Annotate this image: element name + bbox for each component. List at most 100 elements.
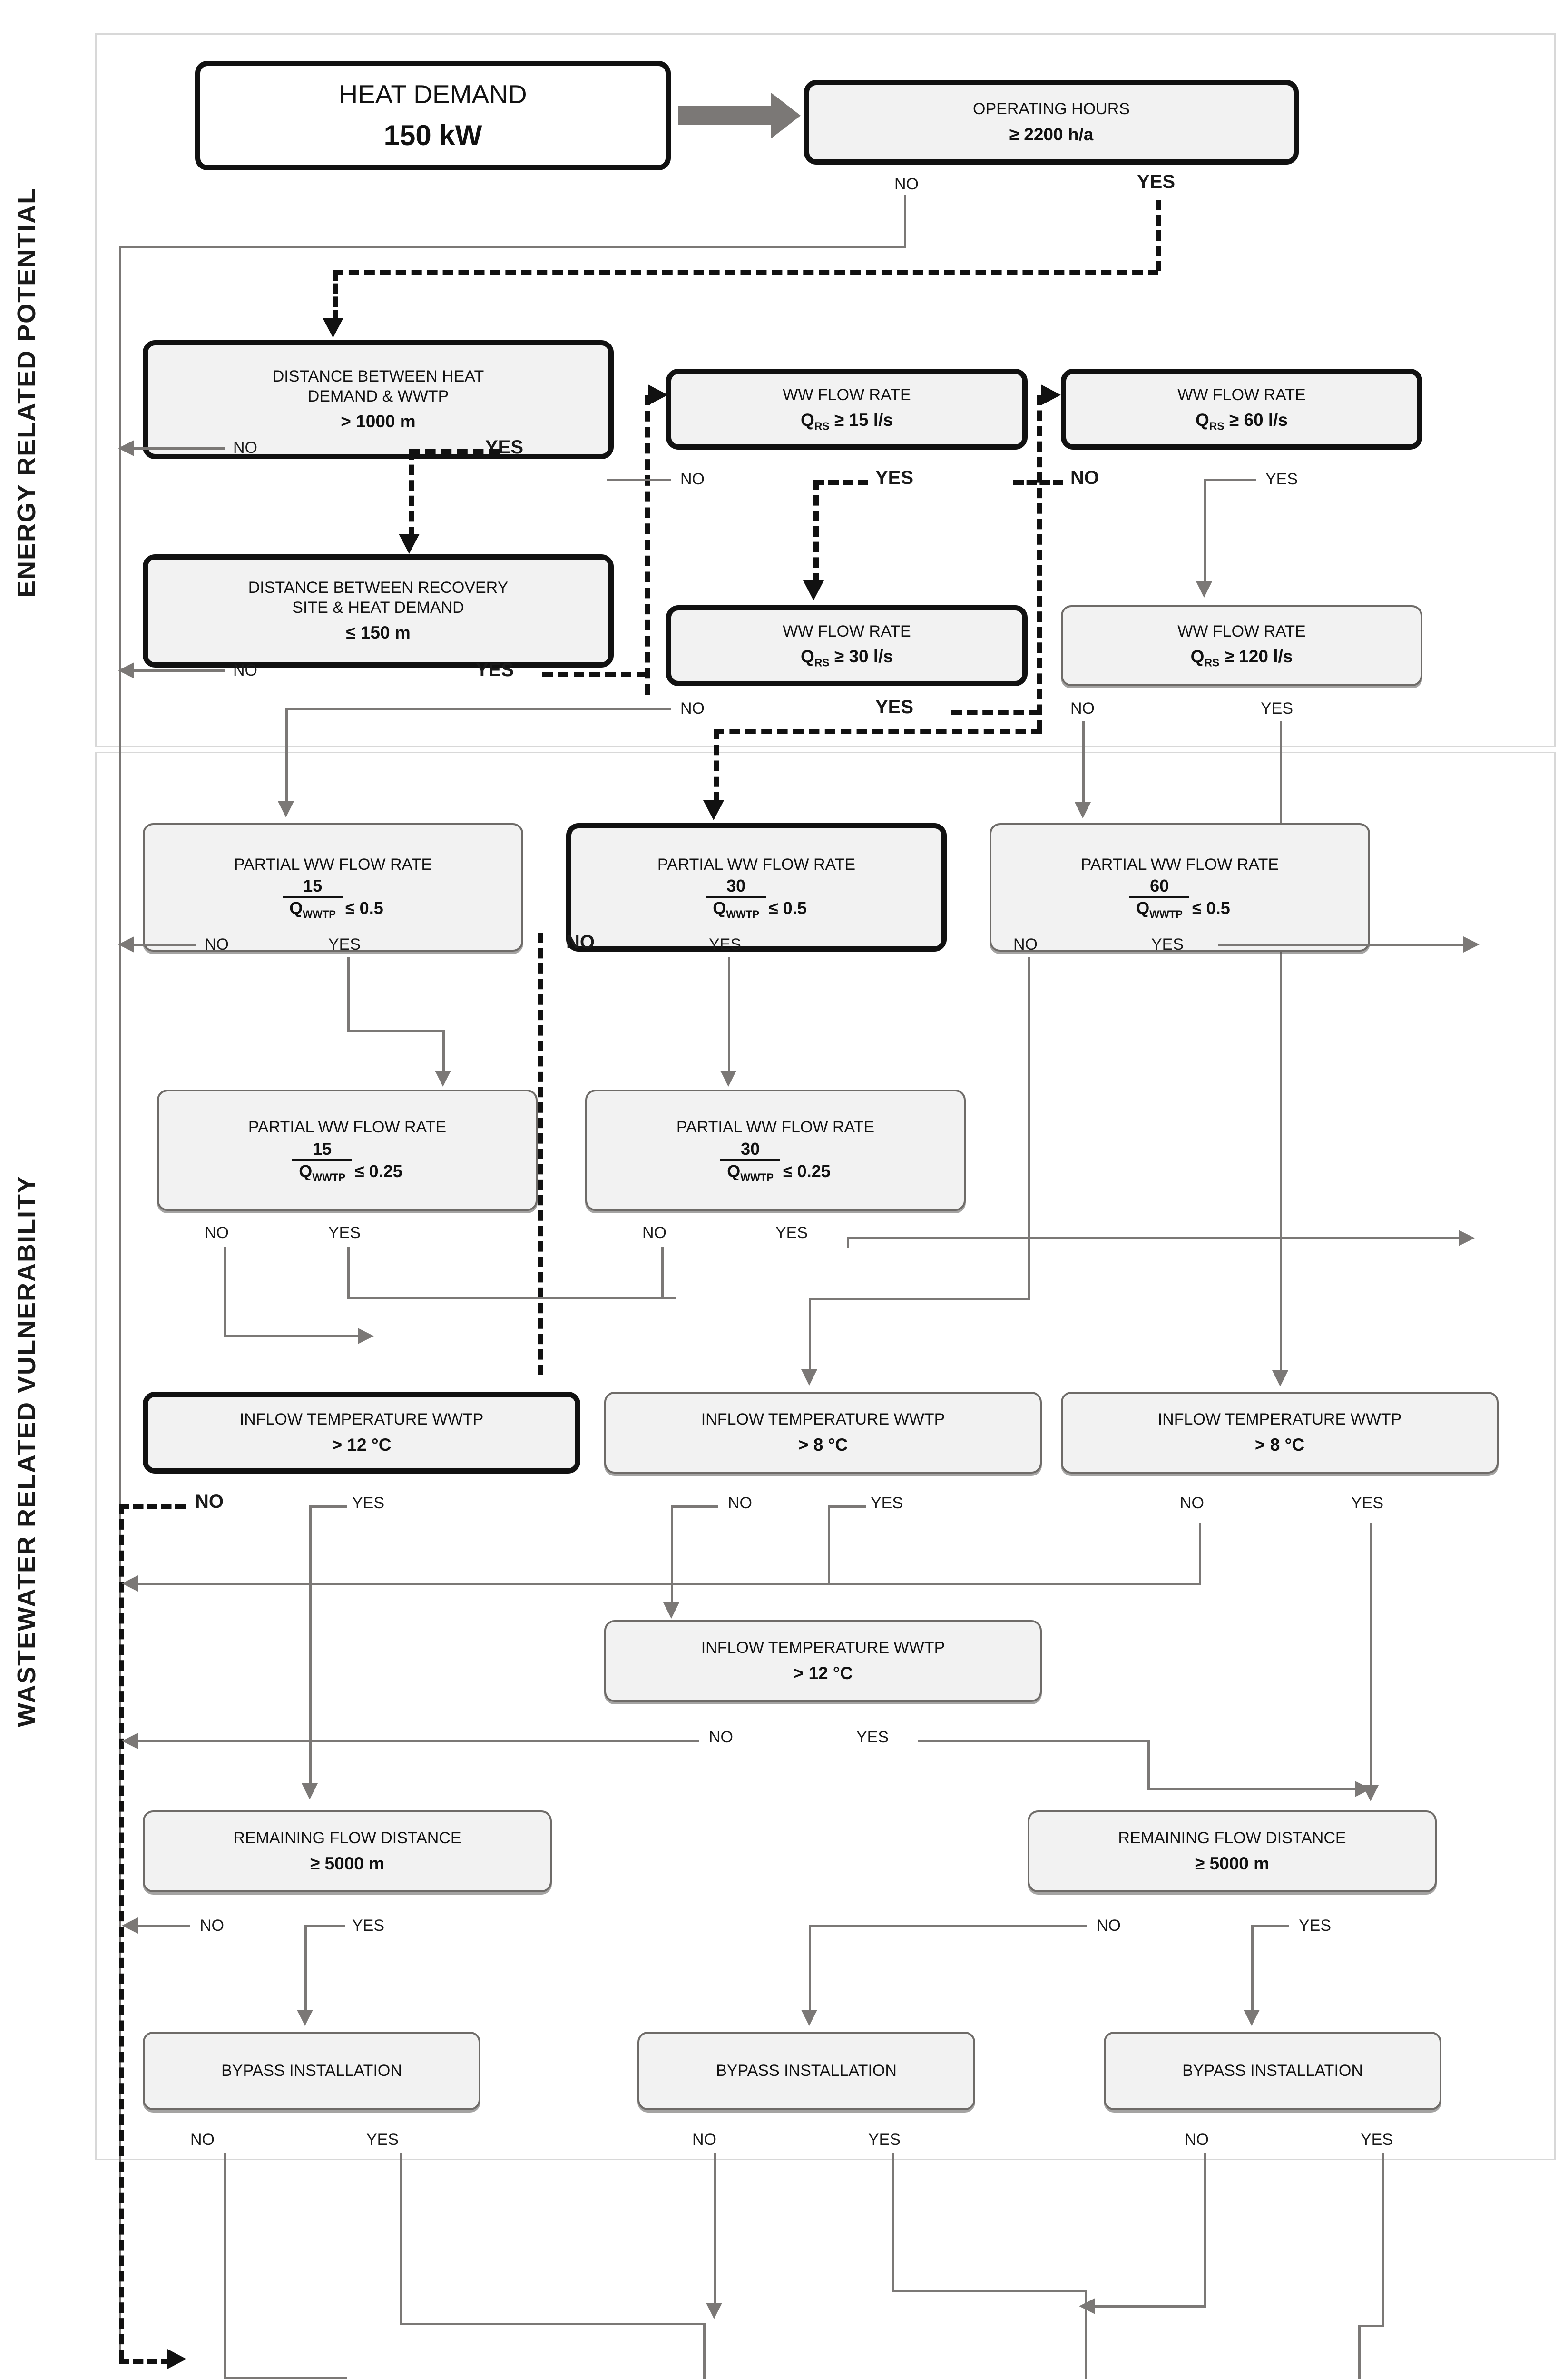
line-inflow8mid-no-down: [671, 1505, 673, 1604]
label-bypass-left-yes: YES: [366, 2131, 399, 2149]
arrowhead-partial15-no: [118, 936, 134, 953]
fraction-denominator: QWWTP: [292, 1159, 352, 1183]
line-inflow12mid-yes-right: [918, 1740, 1149, 1742]
arrowhead-into-partial30-025: [720, 1071, 736, 1087]
line-inflow12mid-yes-right2: [1147, 1788, 1362, 1790]
dline-partial30-feed: [714, 729, 1042, 734]
node-operating-hours[interactable]: OPERATING HOURS ≥ 2200 h/a: [804, 80, 1299, 165]
line-partial15-yes-down2: [442, 1030, 445, 1072]
line-bypass-left-yes-right: [400, 2323, 704, 2325]
line-dist-demand-no: [134, 447, 225, 450]
label-wwflow120-yes: YES: [1261, 699, 1294, 718]
node-bypass-mid[interactable]: BYPASS INSTALLATION: [637, 2032, 975, 2110]
node-ww-flow-30[interactable]: WW FLOW RATE QRS ≥ 30 l/s: [666, 605, 1028, 686]
section-frame-energy: [95, 33, 1556, 747]
line-partial15-yes-right: [347, 1030, 442, 1032]
node-partial-15-025-title: PARTIAL WW FLOW RATE: [248, 1118, 447, 1137]
node-inflow-12-mid-line2: > 12 °C: [793, 1663, 853, 1683]
node-distance-demand-line1: DISTANCE BETWEEN HEAT: [272, 367, 484, 386]
node-distance-recovery[interactable]: DISTANCE BETWEEN RECOVERY SITE & HEAT DE…: [143, 554, 614, 668]
node-bypass-right-line1: BYPASS INSTALLATION: [1182, 2061, 1363, 2080]
node-distance-demand-wwtp[interactable]: DISTANCE BETWEEN HEAT DEMAND & WWTP > 10…: [143, 340, 614, 459]
line-inflow8right-yes-down: [1370, 1523, 1372, 1789]
node-inflow-12-left[interactable]: INFLOW TEMPERATURE WWTP > 12 °C: [143, 1392, 580, 1474]
node-ww-flow-120-line1: WW FLOW RATE: [1177, 622, 1306, 640]
node-partial-60-05[interactable]: PARTIAL WW FLOW RATE 60 QWWTP ≤ 0.5: [990, 823, 1370, 952]
node-distance-demand-line3: > 1000 m: [341, 412, 416, 432]
node-ww-flow-120[interactable]: WW FLOW RATE QRS ≥ 120 l/s: [1061, 605, 1422, 686]
line-partial60-no-down: [1028, 957, 1030, 1300]
node-remaining-right[interactable]: REMAINING FLOW DISTANCE ≥ 5000 m: [1028, 1810, 1437, 1892]
node-partial-15-025[interactable]: PARTIAL WW FLOW RATE 15 QWWTP ≤ 0.25: [157, 1090, 538, 1211]
line-partial15-no: [134, 944, 196, 946]
line-bypass-left-no-down: [224, 2153, 226, 2377]
fraction-comparator: ≤ 0.5: [345, 898, 383, 918]
line-wwflow30-no: [285, 708, 671, 710]
dline-oh-yes-down2: [333, 270, 338, 320]
label-inflow12left-no: NO: [195, 1491, 224, 1512]
node-inflow-12-mid[interactable]: INFLOW TEMPERATURE WWTP > 12 °C: [604, 1620, 1042, 1702]
fraction-numerator: 15: [313, 1139, 332, 1159]
label-inflow12mid-yes: YES: [856, 1728, 889, 1746]
line-bypass-mid-no-down: [714, 2153, 716, 2305]
label-partial30-025-yes: YES: [775, 1224, 808, 1242]
line-remaining-right-no-down: [809, 1925, 811, 2012]
arrowhead-into-distance-demand: [323, 318, 343, 338]
node-bypass-right[interactable]: BYPASS INSTALLATION: [1104, 2032, 1441, 2110]
line-inflow8mid-no: [671, 1505, 718, 1508]
arrowhead-into-bypass-left: [297, 2010, 313, 2026]
label-partial30-05-no: NO: [566, 932, 595, 953]
fraction-denominator: QWWTP: [706, 896, 766, 920]
node-ww-flow-15[interactable]: WW FLOW RATE QRS ≥ 15 l/s: [666, 369, 1028, 450]
line-partial30-025-yes-right: [847, 1237, 1460, 1239]
node-distance-demand-line2: DEMAND & WWTP: [307, 387, 449, 405]
line-remaining-left-yes-down: [304, 1925, 307, 2012]
fraction-partial-60-05: 60 QWWTP ≤ 0.5: [1129, 877, 1230, 920]
fraction-comparator: ≤ 0.5: [1192, 898, 1230, 918]
node-bypass-left[interactable]: BYPASS INSTALLATION: [143, 2032, 480, 2110]
line-bypass-left-no-right: [224, 2377, 345, 2379]
node-operating-hours-line2: ≥ 2200 h/a: [1009, 124, 1094, 144]
line-wwflow120-no-down: [1082, 721, 1085, 804]
label-remaining-right-no: NO: [1097, 1917, 1121, 1935]
node-remaining-right-line1: REMAINING FLOW DISTANCE: [1118, 1829, 1346, 1848]
line-bypass-right-no-down: [1204, 2153, 1206, 2305]
node-heat-demand[interactable]: HEAT DEMAND 150 kW: [195, 61, 671, 170]
node-partial-15-05[interactable]: PARTIAL WW FLOW RATE 15 QWWTP ≤ 0.5: [143, 823, 523, 952]
label-bypass-right-yes: YES: [1361, 2131, 1393, 2149]
dline-notsuitable-in: [119, 2359, 171, 2364]
arrowhead-into-wwflow30: [803, 580, 824, 600]
label-partial15-025-no: NO: [205, 1224, 229, 1242]
node-heat-demand-line2: 150 kW: [383, 119, 482, 151]
fraction-numerator: 60: [1150, 876, 1169, 896]
dline-oh-yes-down: [1156, 200, 1161, 271]
line-inflow8right-no-down: [1199, 1523, 1201, 1584]
line-partial15-025-yes-right: [347, 1297, 676, 1299]
line-remaining-left-no: [138, 1925, 190, 1927]
line-bypass-right-yes-down2: [1358, 2325, 1361, 2379]
node-partial-30-05[interactable]: PARTIAL WW FLOW RATE 30 QWWTP ≤ 0.5: [566, 823, 947, 952]
node-ww-flow-60[interactable]: WW FLOW RATE QRS ≥ 60 l/s: [1061, 369, 1422, 450]
node-distance-recovery-line1: DISTANCE BETWEEN RECOVERY: [248, 579, 509, 597]
node-distance-recovery-line3: ≤ 150 m: [346, 623, 411, 643]
node-partial-30-025[interactable]: PARTIAL WW FLOW RATE 30 QWWTP ≤ 0.25: [585, 1090, 966, 1211]
node-inflow-8-right-line1: INFLOW TEMPERATURE WWTP: [1157, 1410, 1402, 1429]
node-inflow-8-mid-line1: INFLOW TEMPERATURE WWTP: [701, 1410, 945, 1429]
dline-inflow12left-no: [119, 1504, 186, 1509]
line-remaining-right-yes-down: [1251, 1925, 1254, 2012]
fraction-denominator: QWWTP: [283, 896, 343, 920]
node-inflow-8-mid[interactable]: INFLOW TEMPERATURE WWTP > 8 °C: [604, 1392, 1042, 1474]
node-partial-30-025-title: PARTIAL WW FLOW RATE: [676, 1118, 875, 1137]
node-inflow-8-right-line2: > 8 °C: [1254, 1435, 1305, 1455]
node-inflow-8-right[interactable]: INFLOW TEMPERATURE WWTP > 8 °C: [1061, 1392, 1499, 1474]
line-leftbus-down: [119, 246, 121, 2353]
line-inflow8mid-yes: [828, 1505, 866, 1508]
section-label-wastewater: WASTEWATER RELATED VULNERABILITY: [12, 1175, 41, 1727]
line-lesssuitable-drop: [345, 2377, 347, 2379]
node-bypass-mid-line1: BYPASS INSTALLATION: [716, 2061, 897, 2080]
line-bypass-left-yes-down2: [703, 2323, 706, 2379]
node-remaining-left[interactable]: REMAINING FLOW DISTANCE ≥ 5000 m: [143, 1810, 552, 1892]
fraction-partial-30-05: 30 QWWTP ≤ 0.5: [706, 877, 807, 920]
label-wwflow30-yes: YES: [875, 697, 914, 718]
line-wwflow15-no: [607, 479, 671, 481]
